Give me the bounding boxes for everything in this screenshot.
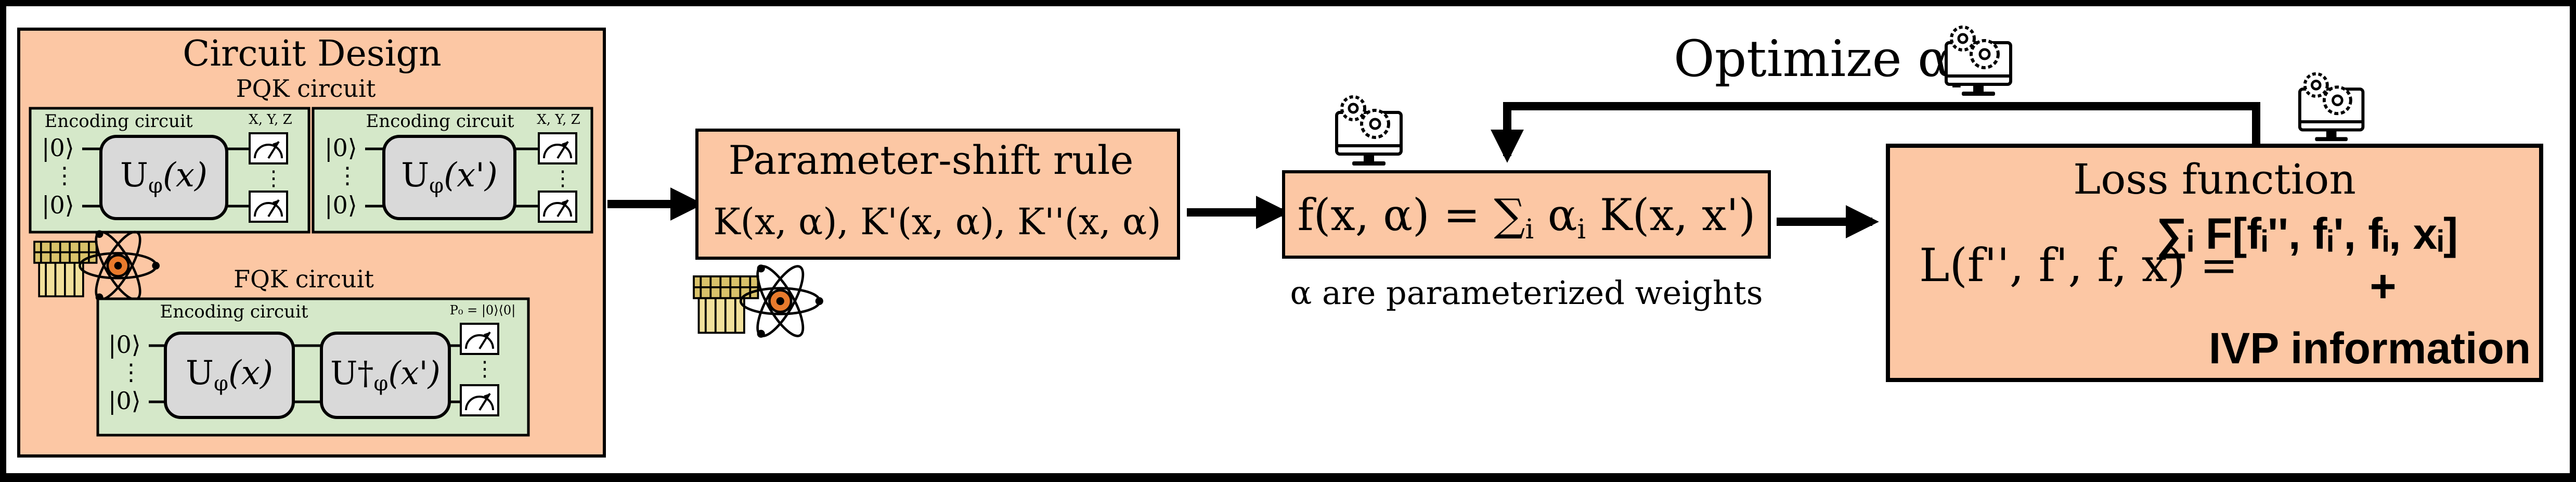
unitary-symbol: U [120, 156, 148, 195]
svg-text:Uφ(x): Uφ(x) [186, 354, 273, 396]
meter-icon [249, 132, 288, 164]
ket-dots: ⋮ [120, 359, 143, 386]
unitary-argument: (x) [228, 354, 273, 392]
encoding-circuit-label: Encoding circuit [160, 301, 308, 322]
projector-label: P₀ = |0⟩⟨0| [450, 303, 516, 318]
circuit-design-panel: Circuit Design PQK circuit Encoding circ… [17, 28, 606, 458]
adjoint-unitary-symbol: U† [330, 354, 373, 392]
kernel-derivatives-formula: K(x, α), K'(x, α), K''(x, α) [713, 200, 1161, 243]
fqk-circuit: Encoding circuit P₀ = |0⟩⟨0| |0⟩ ⋮ |0⟩ U… [96, 297, 530, 437]
ket-zero-bottom: |0⟩ [325, 191, 357, 219]
ket-zero-bottom: |0⟩ [42, 191, 74, 219]
meter-dots: ⋮ [552, 167, 573, 191]
model-box: f(x, α) = ∑i αi K(x, x') α are parameter… [1282, 170, 1771, 312]
pqk-circuit-title: PQK circuit [236, 74, 376, 103]
meter-icon [460, 323, 499, 355]
ket-dots: ⋮ [336, 162, 359, 189]
loss-lhs: L(f'', f', f, x) = [1919, 238, 2238, 292]
model-formula: f(x, α) = ∑i αi K(x, x') [1298, 189, 1756, 245]
unitary-subscript: φ [214, 372, 228, 396]
ket-dots: ⋮ [53, 162, 76, 189]
meter-icon [460, 384, 499, 416]
ket-zero-top: |0⟩ [325, 134, 357, 162]
meter-dots: ⋮ [474, 357, 495, 381]
loss-function-title: Loss function [2073, 155, 2356, 204]
measure-basis-label: X, Y, Z [249, 112, 292, 128]
pqk-right-circuit: Encoding circuit X, Y, Z |0⟩ ⋮ |0⟩ Uφ(x'… [312, 107, 593, 234]
loss-rhs: ∑ᵢ F[fᵢ'', fᵢ', fᵢ, xᵢ] [2156, 209, 2458, 259]
svg-text:Uφ(x'): Uφ(x') [401, 156, 498, 198]
meter-dots: ⋮ [263, 167, 284, 191]
fqk-circuit-title: FQK circuit [234, 265, 374, 293]
ivp-information: IVP information [2209, 324, 2531, 373]
unitary-argument: (x') [388, 354, 440, 392]
unitary-subscript: φ [148, 174, 163, 198]
unitary-gate [382, 135, 516, 220]
loss-function-box: Loss function L(f'', f', f, x) = ∑ᵢ F[fᵢ… [1886, 144, 2543, 382]
unitary-gate [99, 135, 228, 220]
meter-icon [538, 132, 577, 164]
unitary-symbol: U [401, 156, 429, 195]
meter-icon [249, 191, 288, 223]
unitary-symbol: U [186, 354, 214, 392]
optimize-feedback-arrow [1491, 102, 2260, 163]
measure-basis-label: X, Y, Z [537, 112, 580, 128]
circuit-design-title: Circuit Design [183, 33, 442, 74]
encoding-circuit-label: Encoding circuit [366, 111, 514, 132]
encoding-circuit-label: Encoding circuit [45, 111, 193, 132]
unitary-subscript: φ [373, 372, 388, 396]
parameter-shift-box: Parameter-shift rule K(x, α), K'(x, α), … [695, 129, 1180, 260]
optimize-label: Optimize αi [1674, 30, 1961, 95]
unitary-subscript: φ [429, 174, 444, 198]
adjoint-unitary-gate [320, 332, 451, 419]
meter-icon [538, 191, 577, 223]
svg-text:Uφ(x): Uφ(x) [120, 156, 208, 198]
unitary-argument: (x') [444, 156, 498, 195]
parameter-shift-title: Parameter-shift rule [729, 137, 1134, 183]
ket-zero-top: |0⟩ [108, 331, 141, 359]
pqk-left-circuit: Encoding circuit X, Y, Z |0⟩ ⋮ |0⟩ Uφ(x)… [29, 107, 310, 234]
ket-zero-top: |0⟩ [42, 134, 74, 162]
unitary-gate [164, 332, 295, 419]
loss-plus: + [2370, 260, 2396, 312]
unitary-argument: (x) [163, 156, 208, 195]
model-caption: α are parameterized weights [1290, 274, 1763, 312]
ket-zero-bottom: |0⟩ [108, 387, 141, 415]
svg-text:U†φ(x'): U†φ(x') [330, 354, 441, 396]
